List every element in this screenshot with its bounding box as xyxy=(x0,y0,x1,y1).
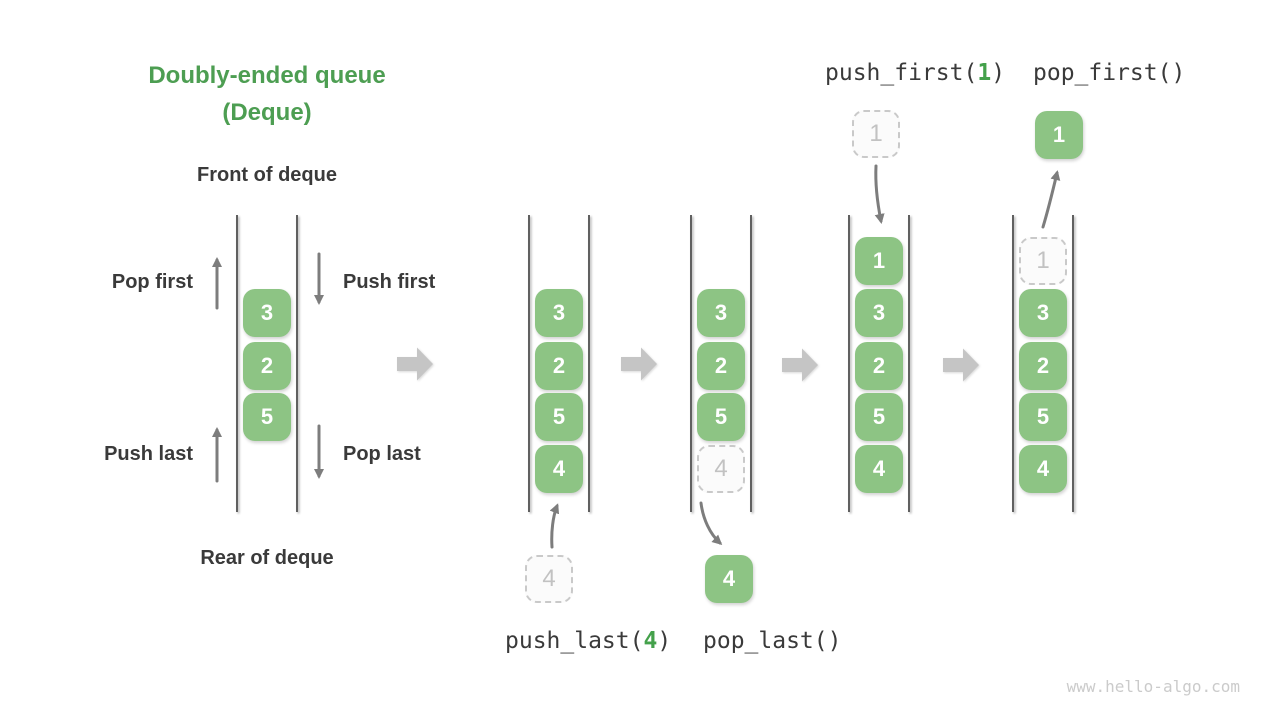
step-arrow-4-icon xyxy=(943,348,979,382)
deque-cell: 2 xyxy=(243,342,291,390)
step-arrow-3-icon xyxy=(782,348,818,382)
page-title-line2: (Deque) xyxy=(222,99,312,126)
pop-last-result-cell: 4 xyxy=(705,555,753,603)
deque-cell: 3 xyxy=(697,289,745,337)
push-last-code-label: push_last(4) xyxy=(505,628,671,654)
deque-cell: 4 xyxy=(855,445,903,493)
push-first-code-prefix: push_first( xyxy=(825,60,978,86)
deque-rail-icon xyxy=(908,215,910,512)
step-arrow-1-icon xyxy=(397,347,433,381)
push-first-code-suffix: ) xyxy=(991,60,1006,86)
deque-rail-icon xyxy=(1072,215,1074,512)
deque-rail-icon xyxy=(528,215,530,512)
deque-rail-icon xyxy=(296,215,298,512)
push-last-code-suffix: ) xyxy=(657,628,672,654)
push-first-label: Push first xyxy=(343,271,436,293)
deque-cell: 5 xyxy=(243,393,291,441)
deque-cell-removed: 1 xyxy=(1019,237,1067,285)
push-last-flow-arrow-icon xyxy=(549,503,560,549)
deque-after-push-last: 3 2 5 4 xyxy=(528,215,590,512)
deque-rail-icon xyxy=(588,215,590,512)
deque-cell: 3 xyxy=(1019,289,1067,337)
deque-after-push-first: 1 3 2 5 4 xyxy=(848,215,910,512)
deque-cell: 5 xyxy=(1019,393,1067,441)
deque-cell: 3 xyxy=(855,289,903,337)
deque-cell: 4 xyxy=(1019,445,1067,493)
deque-rail-icon xyxy=(690,215,692,512)
push-first-flow-arrow-icon xyxy=(874,164,885,224)
pop-last-code-label: pop_last() xyxy=(703,628,842,654)
watermark: www.hello-algo.com xyxy=(1066,677,1240,696)
push-last-code-arg: 4 xyxy=(643,628,658,654)
rear-of-deque-label: Rear of deque xyxy=(200,547,334,569)
deque-cell: 1 xyxy=(855,237,903,285)
deque-cell: 5 xyxy=(697,393,745,441)
deque-cell: 2 xyxy=(855,342,903,390)
push-last-label: Push last xyxy=(104,443,193,465)
push-first-code-arg: 1 xyxy=(977,60,992,86)
deque-after-pop-last: 3 2 5 4 xyxy=(690,215,752,512)
front-of-deque-label: Front of deque xyxy=(197,164,337,186)
pop-first-result-cell: 1 xyxy=(1035,111,1083,159)
pop-last-label: Pop last xyxy=(343,443,421,465)
deque-rail-icon xyxy=(750,215,752,512)
pop-first-label: Pop first xyxy=(111,271,193,293)
push-first-code-label: push_first(1) xyxy=(825,60,1005,86)
deque-cell: 5 xyxy=(855,393,903,441)
deque-initial: 3 2 5 xyxy=(236,215,298,512)
deque-after-pop-first: 1 3 2 5 4 xyxy=(1012,215,1074,512)
deque-cell: 3 xyxy=(535,289,583,337)
page-title: Doubly-ended queue (Deque) xyxy=(100,57,434,131)
deque-rail-icon xyxy=(1012,215,1014,512)
deque-cell-removed: 4 xyxy=(697,445,745,493)
deque-cell: 3 xyxy=(243,289,291,337)
page-title-line1: Doubly-ended queue xyxy=(148,62,386,89)
deque-rail-icon xyxy=(848,215,850,512)
deque-cell: 2 xyxy=(1019,342,1067,390)
deque-rail-icon xyxy=(236,215,238,512)
deque-cell: 5 xyxy=(535,393,583,441)
push-last-code-prefix: push_last( xyxy=(505,628,644,654)
deque-cell: 4 xyxy=(535,445,583,493)
pop-first-code-label: pop_first() xyxy=(1033,60,1186,86)
push-first-source-cell: 1 xyxy=(852,110,900,158)
push-last-source-cell: 4 xyxy=(525,555,573,603)
step-arrow-2-icon xyxy=(621,347,657,381)
deque-cell: 2 xyxy=(697,342,745,390)
deque-cell: 2 xyxy=(535,342,583,390)
